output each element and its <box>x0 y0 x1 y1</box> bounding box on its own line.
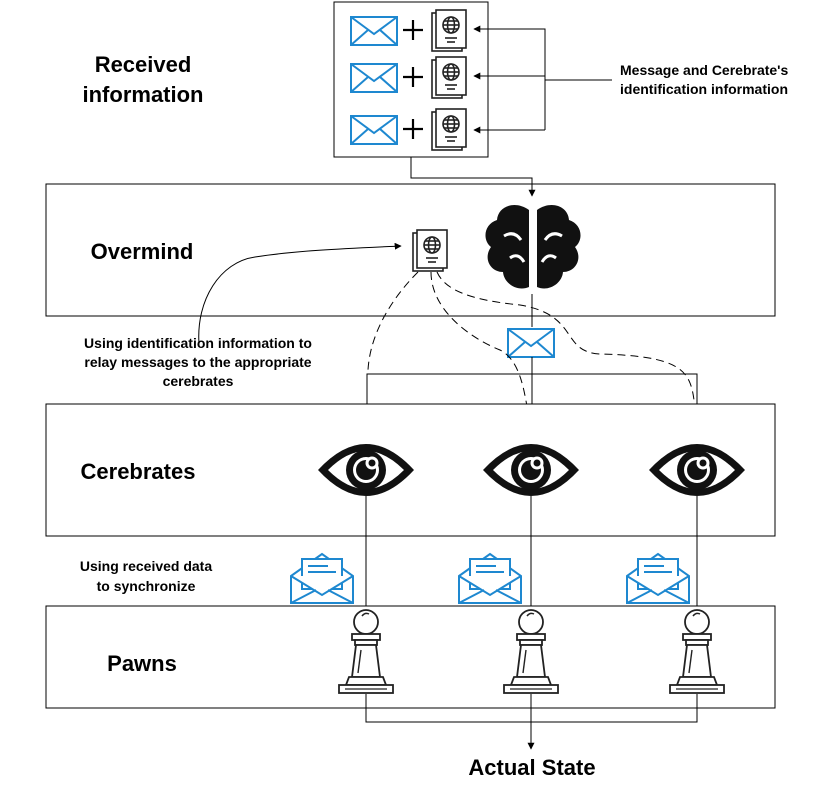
received-to-overmind-arrow <box>410 157 536 197</box>
message-id-connectors <box>473 25 612 134</box>
open-envelope-icon <box>458 553 522 604</box>
message-id-label-line2: identification information <box>620 81 788 97</box>
received-info-title-line1: Received <box>95 52 192 77</box>
envelope-icon <box>507 328 555 358</box>
message-id-label-line1: Message and Cerebrate's <box>620 62 789 78</box>
passport-icon <box>431 9 467 52</box>
passport-icon <box>431 108 467 151</box>
received-info-title-line2: information <box>83 82 204 107</box>
relay-label-line3: cerebrates <box>163 373 234 389</box>
passport-icon <box>431 56 467 99</box>
cerebrates-label: Cerebrates <box>81 459 196 484</box>
actual-state-label: Actual State <box>468 755 595 780</box>
pawns-label: Pawns <box>107 651 177 676</box>
pawns-box <box>45 605 776 709</box>
relay-annotation-arrow <box>198 242 402 345</box>
open-envelope-icon <box>290 553 354 604</box>
identification-dashed-routes <box>367 271 695 413</box>
relay-label-line2: relay messages to the appropriate <box>84 354 311 370</box>
overmind-label: Overmind <box>91 239 194 264</box>
open-envelope-icon <box>626 553 690 604</box>
sync-label-line1: Using received data <box>80 558 212 574</box>
sync-label-line2: to synchronize <box>97 578 196 594</box>
overmind-box <box>45 183 776 317</box>
passport-icon <box>412 229 448 272</box>
received-info-box <box>333 1 489 158</box>
relay-label-line1: Using identification information to <box>84 335 312 351</box>
brain-icon <box>485 205 581 289</box>
